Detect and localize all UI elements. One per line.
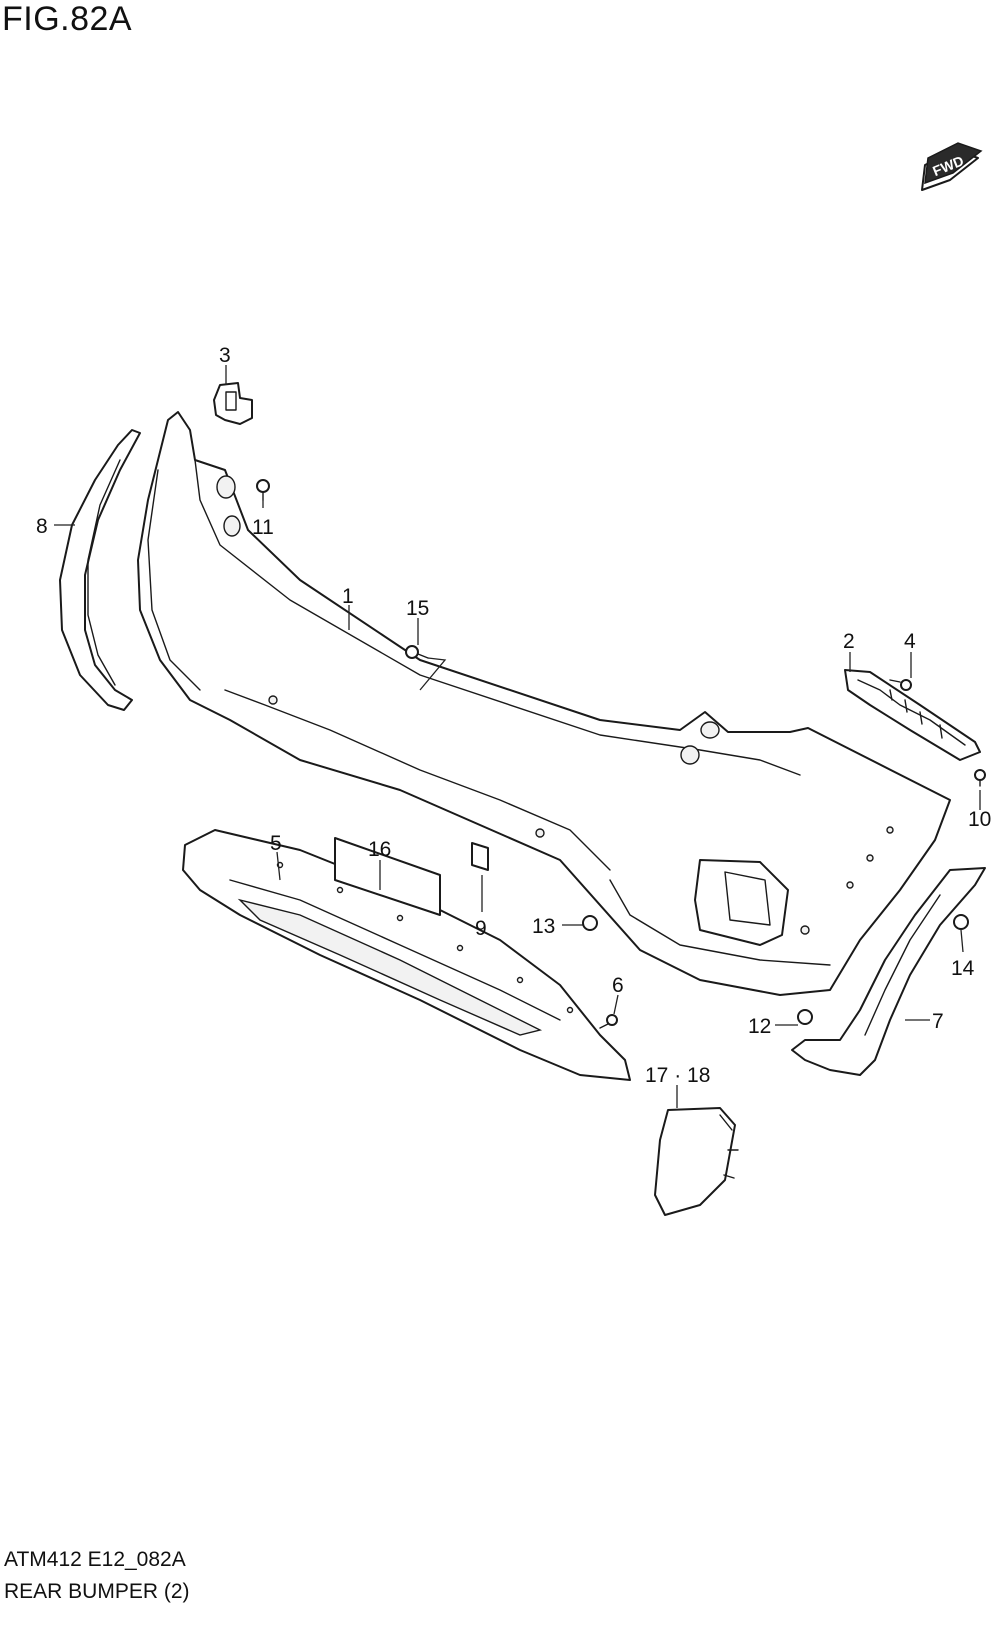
fastener-4-screw-icon — [889, 679, 912, 691]
callout-4: 4 — [904, 630, 916, 653]
rear-bumper-cover — [137, 411, 951, 996]
fastener-11-clip-icon — [256, 479, 270, 501]
callout-7: 7 — [932, 1010, 944, 1033]
bumper-upper-bracket — [213, 382, 253, 425]
figure-name: REAR BUMPER (2) — [4, 1580, 190, 1603]
callout-13: 13 — [532, 915, 555, 938]
callout-10: 10 — [968, 808, 991, 831]
callout-17-18: 17 · 18 — [645, 1064, 710, 1087]
callout-8: 8 — [36, 515, 48, 538]
rear-reflector-cover — [654, 1107, 739, 1216]
fastener-13-nut-icon — [582, 915, 598, 931]
callout-16: 16 — [368, 838, 391, 861]
bumper-side-bracket-right — [844, 669, 981, 761]
fastener-10-clip-icon — [974, 769, 986, 787]
figure-code: ATM412 E12_082A — [4, 1548, 186, 1571]
rear-side-garnish-right — [791, 867, 986, 1076]
figure-title: FIG.82A — [2, 0, 133, 38]
leader-lines — [54, 365, 981, 1108]
callout-6: 6 — [612, 974, 624, 997]
callout-11: 11 — [252, 516, 274, 539]
callout-5: 5 — [270, 832, 282, 855]
callout-9: 9 — [475, 917, 487, 940]
callout-12: 12 — [748, 1015, 771, 1038]
callout-1: 1 — [342, 585, 354, 608]
callout-14: 14 — [951, 957, 975, 980]
small-cover-plate — [471, 842, 489, 871]
callout-2: 2 — [843, 630, 855, 653]
fastener-6-screw-icon — [599, 1014, 618, 1029]
forward-arrow-icon: FWD — [921, 142, 983, 191]
fastener-14-clip-icon — [953, 914, 969, 930]
callout-15: 15 — [406, 597, 429, 620]
callout-3: 3 — [219, 344, 231, 367]
license-plate-seal — [334, 837, 441, 916]
rear-side-garnish-left — [59, 429, 141, 711]
fastener-15-screw-icon — [405, 645, 429, 659]
fastener-12-nut-icon — [797, 1009, 813, 1025]
